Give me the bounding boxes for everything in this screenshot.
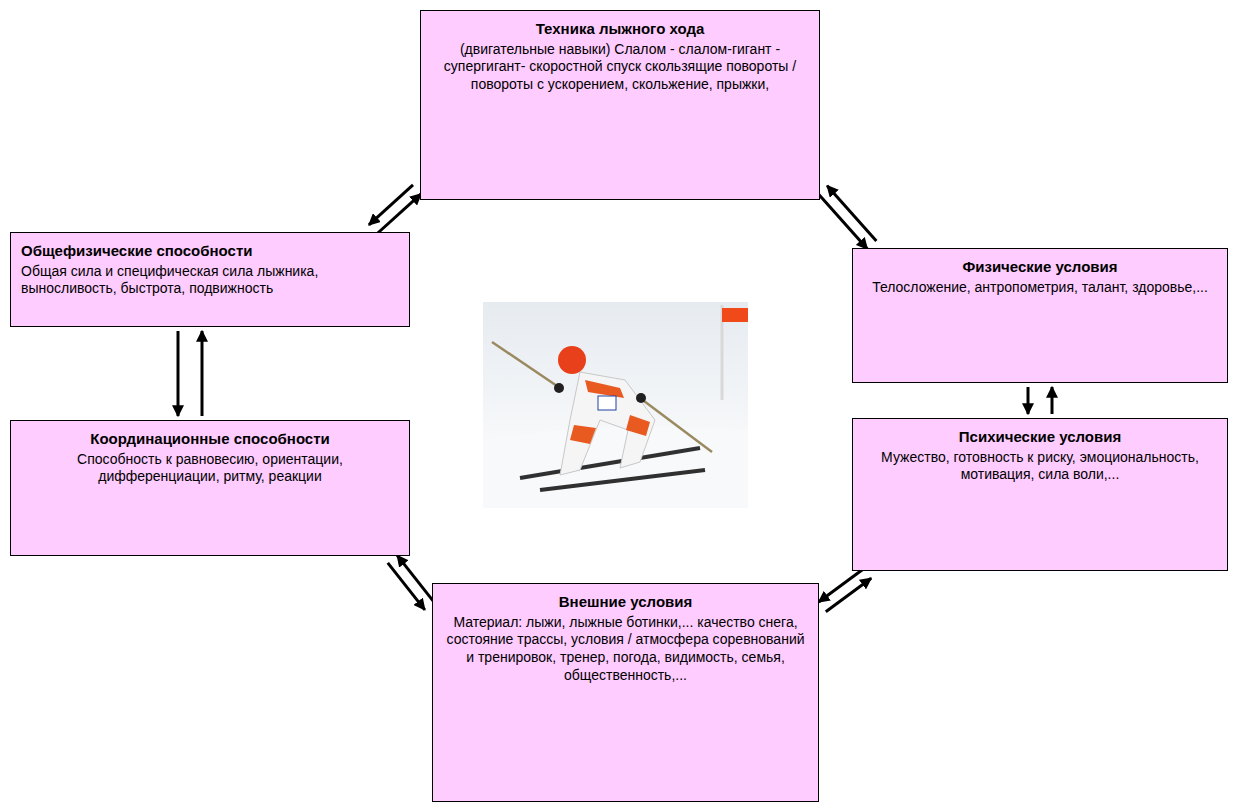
glove <box>636 393 646 403</box>
box-body: Способность к равновесию, ориентации, ди… <box>21 451 399 487</box>
arrow-line <box>826 578 871 612</box>
ski-pole <box>492 342 560 388</box>
box-body: Мужество, готовность к риску, эмоциональ… <box>863 449 1217 485</box>
double-arrow <box>819 569 871 612</box>
box-body: Телосложение, антропометрия, талант, здо… <box>863 279 1217 297</box>
gate-flag <box>722 308 748 322</box>
factor-box: Общефизические способностиОбщая сила и с… <box>10 232 410 327</box>
arrow-line <box>201 331 204 416</box>
box-body: Общая сила и специфическая сила лыжника,… <box>21 263 399 299</box>
double-arrow <box>1028 387 1052 414</box>
box-heading: Внешние условия <box>443 592 808 612</box>
arrow-line <box>377 194 421 234</box>
box-heading: Психические условия <box>863 427 1217 447</box>
suit-stripe <box>585 380 624 398</box>
factor-box: Внешние условияМатериал: лыжи, лыжные бо… <box>432 583 819 802</box>
box-body: (двигательные навыки) Слалом - слалом-ги… <box>431 41 809 95</box>
suit-stripe <box>626 415 650 436</box>
factor-box: Психические условияМужество, готовность … <box>852 418 1228 571</box>
snow-slope <box>483 427 748 508</box>
arrow-line <box>819 569 864 603</box>
skier-photo <box>483 302 748 508</box>
arrow-line <box>1051 387 1054 414</box>
double-arrow <box>388 555 434 609</box>
arrow-line <box>1027 387 1030 414</box>
suit-stripe <box>570 425 596 444</box>
factor-box: Техника лыжного хода(двигательные навыки… <box>420 10 820 200</box>
double-arrow <box>178 331 202 416</box>
box-heading: Координационные способности <box>21 429 399 449</box>
box-body: Материал: лыжи, лыжные ботинки,... качес… <box>443 614 808 686</box>
skier-body <box>560 372 655 475</box>
arrow-line <box>369 185 413 225</box>
race-bib <box>598 396 616 410</box>
arrow-line <box>388 563 425 610</box>
helmet <box>558 346 586 374</box>
arrow-line <box>397 555 434 602</box>
factor-box: Физические условияТелосложение, антропом… <box>852 248 1228 383</box>
box-heading: Общефизические способности <box>21 241 399 261</box>
box-heading: Техника лыжного хода <box>431 19 809 39</box>
factor-box: Координационные способностиСпособность к… <box>10 420 410 556</box>
double-arrow <box>369 185 421 234</box>
photo-background <box>483 302 748 508</box>
arrow-line <box>177 331 180 416</box>
arrow-line <box>827 186 876 241</box>
box-heading: Физические условия <box>863 257 1217 277</box>
glove <box>554 383 564 393</box>
double-arrow <box>818 186 876 249</box>
